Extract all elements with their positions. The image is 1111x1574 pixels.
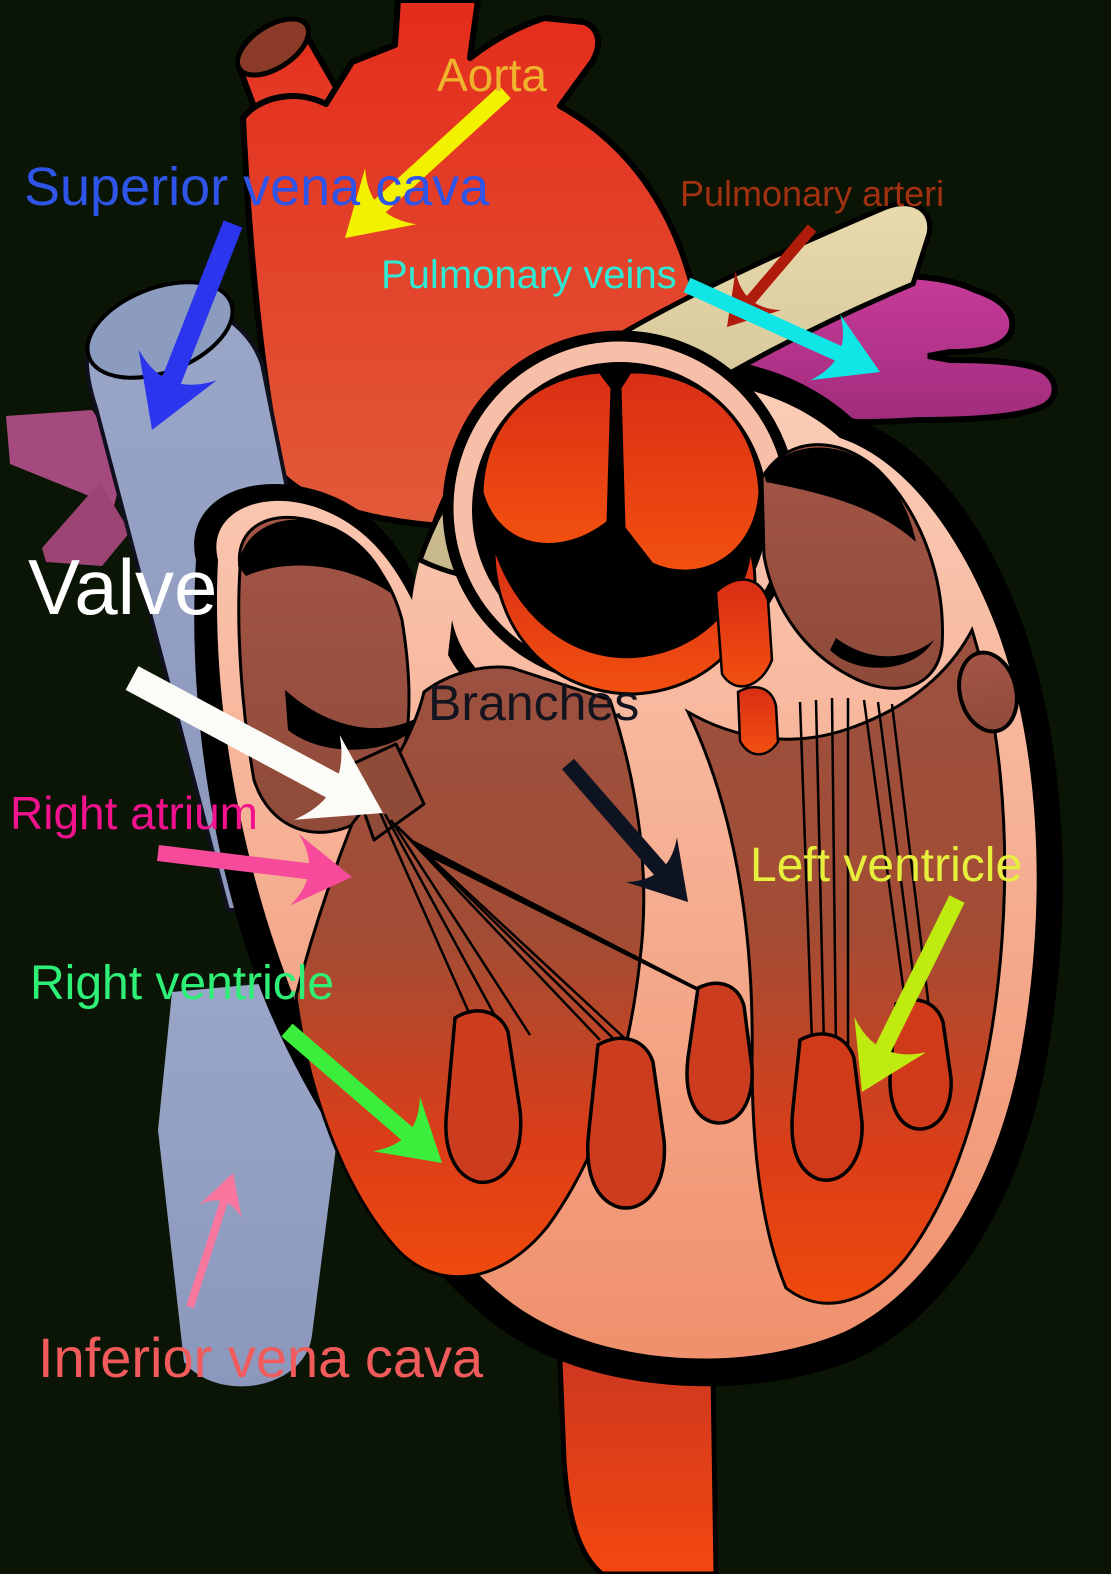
aorta-label: Aorta <box>437 49 547 101</box>
left-atrium-chamber <box>760 443 944 690</box>
right-atrium-arrow <box>157 834 352 906</box>
right-ventricle-label: Right ventricle <box>30 957 335 1010</box>
left-ventricle-arrow <box>854 895 965 1092</box>
valve-arrow <box>125 666 383 820</box>
papillary-muscles-left <box>790 998 953 1182</box>
left-ventricle-label: Left ventricle <box>750 839 1023 892</box>
right-atrium-label: Right atrium <box>10 787 258 839</box>
branches-arrow <box>561 758 688 902</box>
tricuspid-valve-flap <box>346 742 426 842</box>
valve-label: Valve <box>28 543 218 631</box>
mitral-valve-patches <box>714 578 780 756</box>
superior-vena-cava-label: Superior vena cava <box>24 157 490 217</box>
aorta-arrow <box>345 85 511 238</box>
pulmonary-arteri-label: Pulmonary arteri <box>680 173 945 214</box>
branches-label: Branches <box>428 675 640 731</box>
pulmonary-stubs-left <box>6 410 130 566</box>
aorta-open-mouth <box>235 16 311 78</box>
valve-cusps <box>480 370 762 696</box>
pulmonary-veins-label: Pulmonary veins <box>381 253 677 297</box>
pulmonary-veins-arrow <box>683 277 880 381</box>
inferior-vena-cava-label: Inferior vena cava <box>38 1326 484 1389</box>
right-ventricle-arrow <box>281 1023 442 1163</box>
inferior-vena-cava-arrow <box>186 1173 242 1309</box>
papillary-muscles-right <box>444 981 754 1210</box>
chordae-tendineae-right <box>376 807 739 1061</box>
wall-fold-oval <box>957 650 1019 734</box>
superior-vena-cava-arrow <box>138 220 243 430</box>
